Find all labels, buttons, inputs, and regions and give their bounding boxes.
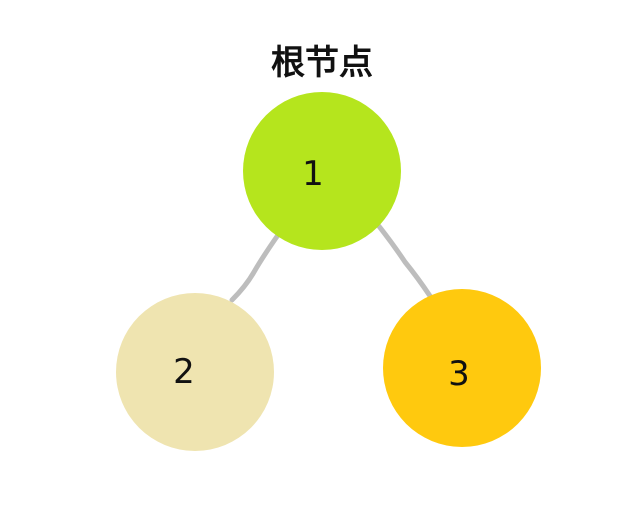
tree-node-3: 3 — [383, 289, 541, 447]
node-label-2: 2 — [173, 352, 195, 392]
edge-1-3 — [375, 222, 433, 299]
node-label-1: 1 — [302, 154, 324, 194]
diagram-title: 根节点 — [271, 43, 373, 83]
tree-node-1: 1 — [243, 92, 401, 250]
node-label-3: 3 — [448, 354, 470, 394]
node-circle-3 — [383, 289, 541, 447]
node-circle-1 — [243, 92, 401, 250]
edge-1-2 — [229, 232, 281, 303]
node-circle-2 — [116, 293, 274, 451]
tree-node-2: 2 — [116, 293, 274, 451]
